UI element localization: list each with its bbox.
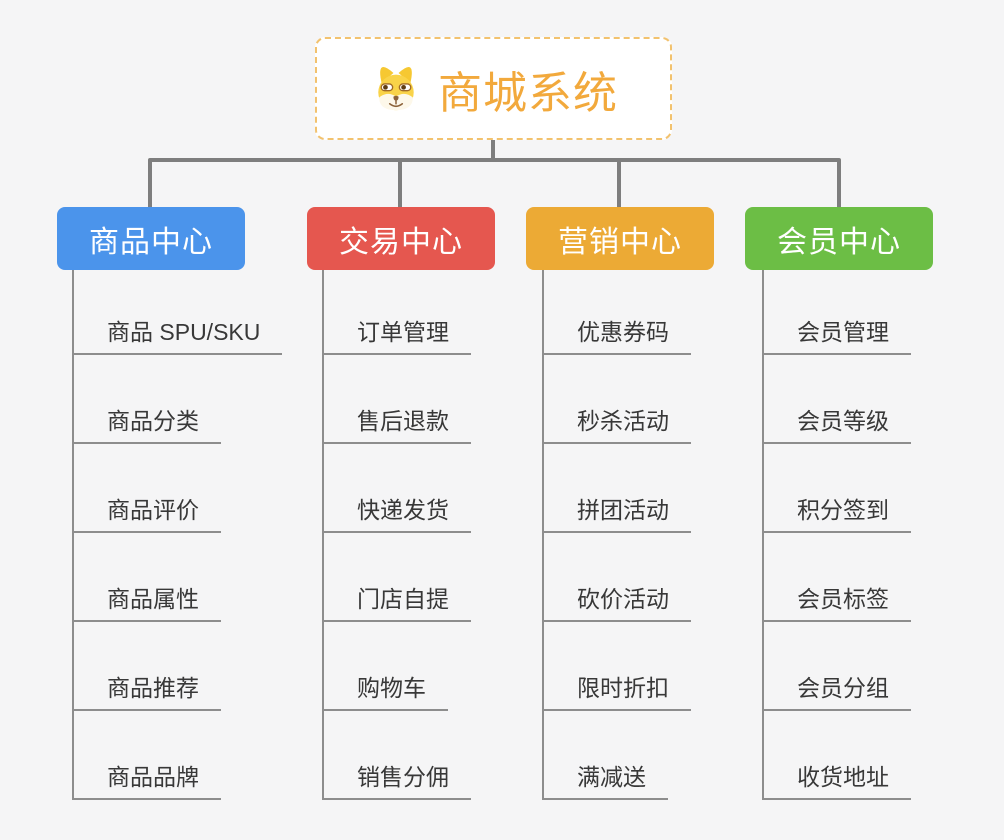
dog-face-icon <box>369 62 423 116</box>
leaf-node[interactable]: 商品属性 <box>72 578 221 622</box>
branch-label: 营销中心 <box>558 225 682 259</box>
leaf-node[interactable]: 售后退款 <box>322 400 471 444</box>
leaf-node[interactable]: 拼团活动 <box>542 489 691 533</box>
branch-node-member-center[interactable]: 会员中心 <box>745 207 933 270</box>
root-node[interactable]: 商城系统 <box>315 37 672 140</box>
leaf-node[interactable]: 满减送 <box>542 756 668 800</box>
leaf-node[interactable]: 快递发货 <box>322 489 471 533</box>
branch-trunk-line <box>322 270 324 800</box>
branch-trunk-line <box>762 270 764 800</box>
leaf-column-member-center: 会员管理 会员等级 积分签到 会员标签 会员分组 收货地址 <box>762 311 911 840</box>
leaf-node[interactable]: 积分签到 <box>762 489 911 533</box>
leaf-node[interactable]: 会员标签 <box>762 578 911 622</box>
leaf-node[interactable]: 销售分佣 <box>322 756 471 800</box>
branch-trunk-line <box>72 270 74 800</box>
leaf-column-marketing-center: 优惠券码 秒杀活动 拼团活动 砍价活动 限时折扣 满减送 <box>542 311 691 840</box>
leaf-node[interactable]: 购物车 <box>322 667 448 711</box>
branch-node-marketing-center[interactable]: 营销中心 <box>526 207 714 270</box>
branch-trunk-line <box>542 270 544 800</box>
leaf-node[interactable]: 商品评价 <box>72 489 221 533</box>
connector-drop <box>398 160 402 208</box>
leaf-node[interactable]: 收货地址 <box>762 756 911 800</box>
leaf-node[interactable]: 会员等级 <box>762 400 911 444</box>
leaf-node[interactable]: 商品推荐 <box>72 667 221 711</box>
branch-label: 交易中心 <box>339 225 463 259</box>
leaf-column-product-center: 商品 SPU/SKU 商品分类 商品评价 商品属性 商品推荐 商品品牌 <box>72 311 283 840</box>
leaf-node[interactable]: 优惠券码 <box>542 311 691 355</box>
connector-root-stub <box>491 140 495 160</box>
connector-drop <box>148 160 152 208</box>
leaf-node[interactable]: 会员管理 <box>762 311 911 355</box>
branch-node-product-center[interactable]: 商品中心 <box>57 207 245 270</box>
leaf-node[interactable]: 限时折扣 <box>542 667 691 711</box>
branch-label: 商品中心 <box>89 225 213 259</box>
branch-node-trade-center[interactable]: 交易中心 <box>307 207 495 270</box>
leaf-column-trade-center: 订单管理 售后退款 快递发货 门店自提 购物车 销售分佣 <box>322 311 471 840</box>
root-title: 商城系统 <box>438 68 618 118</box>
leaf-node[interactable]: 商品品牌 <box>72 756 221 800</box>
leaf-node[interactable]: 会员分组 <box>762 667 911 711</box>
leaf-node[interactable]: 商品 SPU/SKU <box>72 311 283 355</box>
branch-label: 会员中心 <box>777 225 901 259</box>
leaf-node[interactable]: 秒杀活动 <box>542 400 691 444</box>
leaf-node[interactable]: 订单管理 <box>322 311 471 355</box>
connector-drop <box>617 160 621 208</box>
leaf-node[interactable]: 商品分类 <box>72 400 221 444</box>
leaf-node[interactable]: 砍价活动 <box>542 578 691 622</box>
leaf-node[interactable]: 门店自提 <box>322 578 471 622</box>
connector-drop <box>837 160 841 208</box>
connector-horizontal-bar <box>148 158 841 162</box>
